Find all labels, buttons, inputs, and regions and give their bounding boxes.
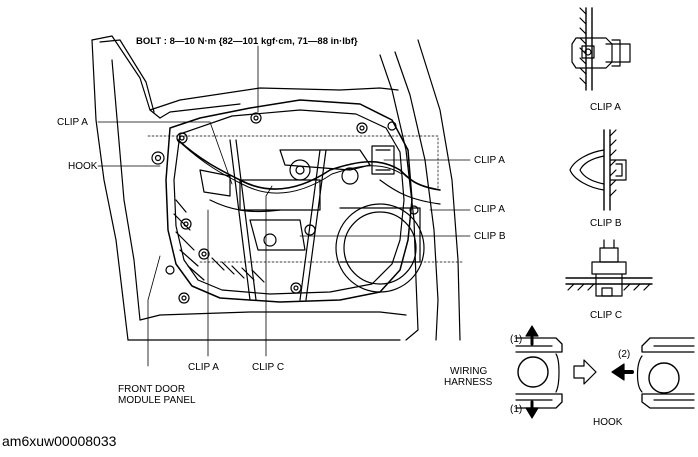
detail-label-hook: HOOK: [593, 417, 623, 428]
callout-clip-c-bottom: CLIP C: [252, 362, 285, 373]
step-2-label: (2): [618, 349, 631, 360]
hook-release-detail: [515, 325, 695, 419]
step-1-top-label: (1): [510, 334, 523, 345]
detail-label-wiring-harness-line2: HARNESS: [444, 377, 493, 388]
callout-clip-a-bottom: CLIP A: [188, 362, 219, 373]
detail-label-clip-c: CLIP C: [590, 310, 623, 321]
step-1-bottom-label: (1): [510, 404, 523, 415]
bolt-torque-spec: BOLT : 8—10 N·m {82—101 kgf·cm, 71—88 in…: [136, 36, 358, 47]
leader-lines: [97, 45, 471, 367]
detail-label-wiring-harness-line1: WIRING: [450, 366, 488, 377]
callout-front-door-module-panel-line1: FRONT DOOR: [118, 384, 186, 395]
callout-hook-left: HOOK: [68, 161, 98, 172]
clip-a-detail: [571, 7, 631, 91]
callout-clip-a-top-left: CLIP A: [57, 117, 88, 128]
callout-clip-a-right-2: CLIP A: [474, 204, 505, 215]
clip-c-detail: [565, 239, 653, 297]
callout-clip-a-right-1: CLIP A: [474, 155, 505, 166]
callout-front-door-module-panel-line2: MODULE PANEL: [118, 395, 196, 406]
dashed-detail-boxes: [147, 135, 463, 263]
detail-label-clip-a: CLIP A: [590, 102, 621, 113]
clip-b-detail: [569, 129, 627, 211]
callout-clip-b-right: CLIP B: [474, 231, 506, 242]
module-panel: [151, 99, 441, 304]
detail-label-clip-b: CLIP B: [590, 218, 622, 229]
figure-id: am6xuw00008033: [2, 433, 117, 449]
